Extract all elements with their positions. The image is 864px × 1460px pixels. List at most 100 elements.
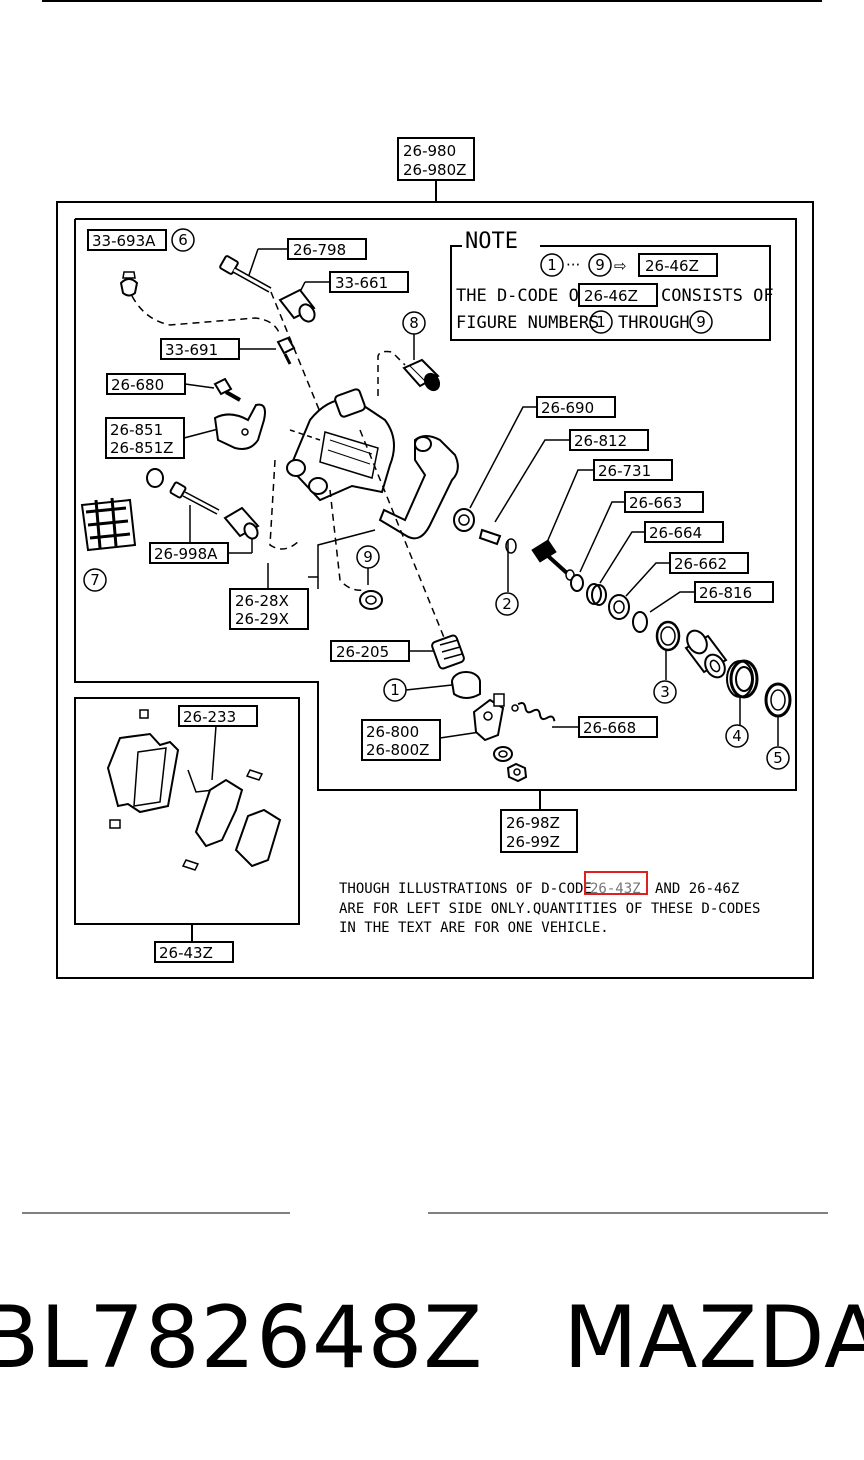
pad-kit-part: [106, 709, 282, 871]
callout-3: [653, 680, 677, 704]
svg-text:26-690: 26-690: [541, 399, 594, 417]
label-26-980: 26-980 26-980Z: [397, 137, 475, 181]
guide-bolt-part: [219, 255, 272, 293]
pin-sleeve-part: [223, 506, 260, 540]
svg-text:AND 26-46Z: AND 26-46Z: [655, 881, 739, 897]
label-26-798: 26-798: [287, 238, 367, 260]
svg-text:5: 5: [773, 749, 783, 767]
caliper-bracket-part: [378, 435, 459, 540]
seal-part: [359, 590, 383, 610]
cap-part: [451, 671, 481, 699]
note-box: NOTE 1 ··· 9 ⇨ 26-46Z THE D-CODE OF 26-4…: [450, 229, 774, 341]
svg-text:ARE FOR LEFT SIDE ONLY.QUANTIT: ARE FOR LEFT SIDE ONLY.QUANTITIES OF THE…: [339, 901, 760, 917]
adjuster-nut-part: [431, 634, 465, 670]
label-26-664: 26-664: [644, 521, 724, 543]
svg-text:IN THE TEXT ARE FOR ONE VEHICL: IN THE TEXT ARE FOR ONE VEHICLE.: [339, 920, 609, 936]
svg-text:FIGURE NUMBERS: FIGURE NUMBERS: [456, 313, 599, 333]
svg-text:26-205: 26-205: [336, 643, 389, 661]
outer-frame: [56, 201, 814, 979]
lever-part: [472, 693, 505, 742]
bracket-part: [213, 403, 266, 450]
svg-text:26-664: 26-664: [649, 524, 702, 542]
label-26-668: 26-668: [578, 716, 658, 738]
svg-text:9: 9: [363, 548, 373, 566]
label-26-662: 26-662: [669, 552, 749, 574]
svg-text:THROUGH: THROUGH: [618, 313, 690, 333]
svg-text:THOUGH ILLUSTRATIONS OF D-CODE: THOUGH ILLUSTRATIONS OF D-CODE: [339, 881, 592, 897]
bleeder-screw-part: [276, 336, 296, 365]
svg-text:26-800: 26-800: [366, 723, 419, 741]
svg-text:26-28X: 26-28X: [235, 592, 289, 610]
svg-text:4: 4: [732, 727, 742, 745]
svg-text:1: 1: [596, 313, 606, 331]
piston-part: [684, 629, 728, 679]
label-33-661: 33-661: [329, 271, 409, 293]
note-title: NOTE: [465, 229, 518, 254]
label-26-233: 26-233: [178, 705, 258, 727]
label-33-693A: 33-693A: [87, 229, 167, 251]
label-26-851: 26-851 26-851Z: [105, 417, 185, 459]
screw-part: [213, 377, 241, 402]
label-26-800: 26-800 26-800Z: [361, 719, 441, 761]
svg-text:26-46Z: 26-46Z: [584, 287, 638, 305]
svg-text:26-851: 26-851: [110, 421, 163, 439]
svg-text:26-43Z: 26-43Z: [159, 944, 213, 962]
label-26-205: 26-205: [330, 640, 410, 662]
label-26-816: 26-816: [694, 581, 774, 603]
svg-text:26-980Z: 26-980Z: [403, 161, 466, 179]
clip-part: [570, 574, 584, 592]
bleeder-cap-part: [119, 271, 139, 297]
svg-text:1: 1: [390, 681, 400, 699]
svg-text:26-668: 26-668: [583, 719, 636, 737]
label-26-812: 26-812: [569, 429, 649, 451]
snap-ring-part: [632, 611, 648, 633]
label-26-43Z: 26-43Z: [154, 941, 234, 963]
svg-text:···: ···: [566, 256, 580, 274]
callout-6: [171, 228, 195, 252]
svg-text:26-29X: 26-29X: [235, 610, 289, 628]
brand-name: MAZDA: [563, 1288, 864, 1388]
pushrod-part: [478, 528, 502, 546]
o-ring-part: [453, 508, 475, 532]
svg-text:26-851Z: 26-851Z: [110, 439, 173, 457]
svg-text:3: 3: [660, 683, 670, 701]
svg-text:2: 2: [502, 595, 512, 613]
svg-text:CONSISTS OF: CONSISTS OF: [661, 286, 774, 306]
footnote: THOUGH ILLUSTRATIONS OF D-CODE 26-43Z AN…: [339, 871, 760, 936]
svg-text:33-693A: 33-693A: [92, 232, 156, 250]
label-26-690: 26-690: [536, 396, 616, 418]
highlight-box: [584, 871, 648, 895]
label-26-998A: 26-998A: [149, 542, 229, 564]
caliper-body-part: [286, 388, 395, 502]
svg-text:1: 1: [547, 256, 557, 274]
svg-text:26-99Z: 26-99Z: [506, 833, 560, 851]
piston-boot-part: [726, 659, 759, 699]
svg-text:26-43Z: 26-43Z: [590, 881, 641, 897]
svg-text:26-663: 26-663: [629, 494, 682, 512]
sleeve-part: [278, 288, 316, 323]
label-26-28X: 26-28X 26-29X: [229, 588, 309, 630]
svg-text:33-661: 33-661: [335, 274, 388, 292]
label-26-98Z: 26-98Z 26-99Z: [500, 809, 578, 853]
svg-text:6: 6: [178, 231, 188, 249]
svg-text:33-691: 33-691: [165, 341, 218, 359]
svg-text:26-233: 26-233: [183, 708, 236, 726]
svg-text:8: 8: [409, 314, 419, 332]
label-26-680: 26-680: [106, 373, 186, 395]
spring-coil-part: [586, 583, 607, 606]
svg-text:26-812: 26-812: [574, 432, 627, 450]
washer-nut-part: [493, 746, 528, 783]
svg-text:THE D-CODE OF: THE D-CODE OF: [456, 286, 589, 306]
svg-text:7: 7: [90, 571, 100, 589]
svg-text:26-980: 26-980: [403, 142, 456, 160]
callout-2: [495, 592, 519, 616]
part-number: BL782648Z: [0, 1288, 484, 1388]
svg-text:⇨: ⇨: [614, 257, 627, 275]
spring-part: [511, 701, 556, 722]
callout-7: [83, 568, 107, 592]
pad-set-part: [80, 497, 137, 552]
label-26-731: 26-731: [593, 459, 673, 481]
guide-pin-part: [169, 481, 220, 515]
